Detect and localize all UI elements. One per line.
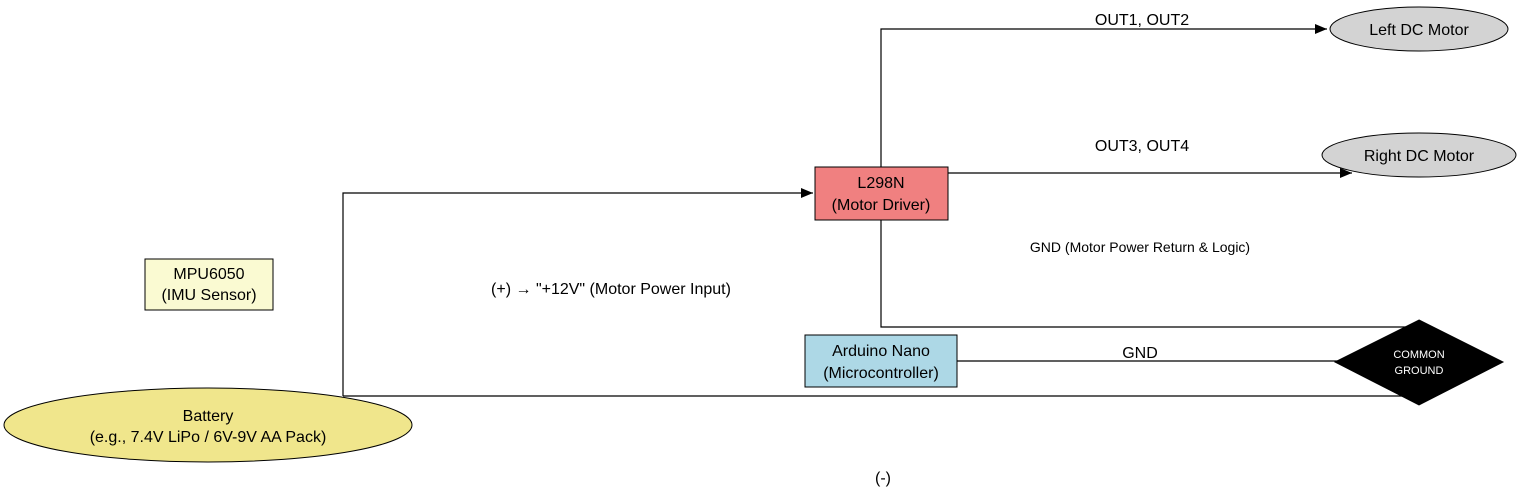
ground-diamond (1333, 319, 1505, 406)
mpu6050-title: MPU6050 (173, 266, 244, 283)
edge-l298n-ground (880, 220, 1408, 328)
node-arduino-nano: Arduino Nano (Microcontroller) (804, 334, 958, 388)
mpu6050-box (144, 258, 274, 311)
node-common-ground: COMMON GROUND (1333, 319, 1505, 406)
battery-title: Battery (183, 408, 234, 425)
node-l298n: L298N (Motor Driver) (814, 166, 949, 221)
left-motor-ellipse (1329, 6, 1509, 52)
left-motor-label: Left DC Motor (1369, 22, 1469, 39)
arduino-title: Arduino Nano (832, 343, 930, 360)
node-mpu6050: MPU6050 (IMU Sensor) (144, 258, 274, 311)
ground-subtitle: GROUND (1395, 365, 1444, 377)
l298n-box (814, 166, 949, 221)
edge-label-out12: OUT1, OUT2 (1095, 12, 1189, 29)
right-motor-label: Right DC Motor (1364, 148, 1475, 165)
edge-label-gnd-arduino: GND (1122, 345, 1158, 362)
node-battery: Battery (e.g., 7.4V LiPo / 6V-9V AA Pack… (3, 387, 413, 463)
node-left-motor: Left DC Motor (1329, 6, 1509, 52)
ground-title: COMMON (1393, 349, 1444, 361)
edge-label-battery-minus: (-) (875, 470, 891, 487)
arduino-subtitle: (Microcontroller) (823, 365, 939, 382)
node-right-motor: Right DC Motor (1321, 132, 1517, 178)
right-motor-ellipse (1321, 132, 1517, 178)
arduino-box (804, 334, 958, 388)
l298n-subtitle: (Motor Driver) (832, 197, 931, 214)
edge-l298n-left-motor (880, 24, 1327, 167)
mpu6050-subtitle: (IMU Sensor) (161, 287, 256, 304)
edge-label-out34: OUT3, OUT4 (1095, 138, 1189, 155)
edge-label-battery-plus: (+) → "+12V" (Motor Power Input) (491, 281, 731, 298)
edge-label-gnd-driver: GND (Motor Power Return & Logic) (1030, 239, 1250, 255)
edge-battery-l298n (342, 188, 813, 396)
battery-ellipse (3, 387, 413, 463)
battery-subtitle: (e.g., 7.4V LiPo / 6V-9V AA Pack) (90, 429, 327, 446)
l298n-title: L298N (857, 175, 904, 192)
